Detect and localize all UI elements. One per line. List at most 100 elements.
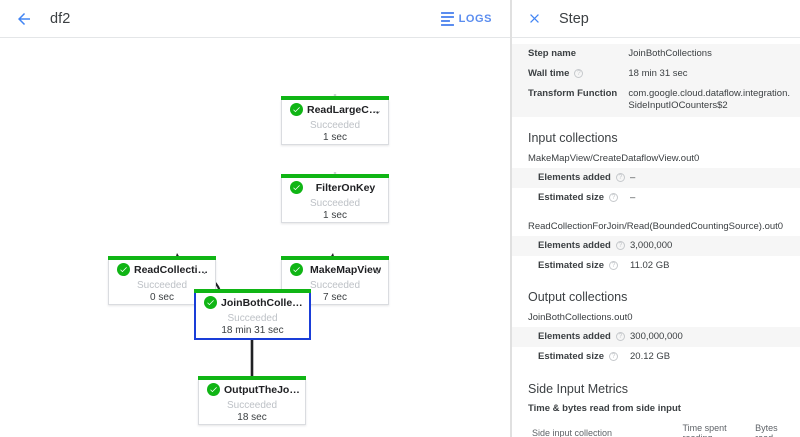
graph-node-output-the-joined-collection[interactable]: OutputTheJoinedCollec... Succeeded 18 se… (198, 376, 306, 425)
success-check-icon (117, 263, 130, 276)
node-title: OutputTheJoinedCollec... (224, 383, 305, 396)
row-value: 3,000,000 (630, 239, 673, 251)
node-status-label: Succeeded (309, 280, 361, 291)
input-collection-0-table: Elements added? – Estimated size? – (512, 167, 800, 208)
chevron-down-icon[interactable] (373, 264, 382, 274)
row-key-label: Estimated size (538, 191, 604, 203)
success-check-icon (290, 103, 303, 116)
logs-button-label: LOGS (458, 12, 492, 25)
node-time-label: 7 sec (323, 292, 347, 303)
back-arrow-icon[interactable] (14, 9, 34, 29)
row-value: – (630, 171, 636, 183)
row-key-label: Estimated size (538, 260, 604, 272)
row-value: 18 min 31 sec (628, 68, 688, 80)
node-title: FilterOnKey (315, 181, 376, 194)
job-graph-pane: df2 LOGS (0, 9, 510, 437)
side-input-metrics-subtitle: Time & bytes read from side input (528, 402, 681, 414)
node-time-label: 1 sec (323, 132, 347, 143)
row-value: JoinBothCollections (628, 48, 712, 59)
collection-name: JoinBothCollections.out0 (528, 312, 633, 324)
job-graph-canvas[interactable]: ReadLargeCollectionFr... Succeeded 1 sec… (0, 38, 510, 437)
table-row: Step name JoinBothCollections (512, 44, 800, 65)
logs-button[interactable]: LOGS (437, 9, 496, 29)
success-check-icon (290, 263, 303, 276)
success-check-icon (290, 181, 303, 194)
row-key: Elements added? (512, 327, 630, 347)
node-status-label: Succeeded (309, 198, 361, 209)
node-status-bar (198, 376, 306, 380)
graph-node-filter-on-key[interactable]: FilterOnKey Succeeded 1 sec (281, 174, 389, 223)
row-key-label: Elements added (538, 171, 611, 183)
spacer (512, 208, 800, 218)
node-status-label: Succeeded (227, 313, 278, 324)
row-value: com.google.cloud.dataflow.integration. S… (628, 88, 790, 112)
row-key: Transform Function (528, 88, 618, 100)
row-key: Wall time? (512, 64, 628, 84)
node-status-bar (194, 289, 311, 293)
column-header: Time spent reading (682, 419, 756, 437)
chevron-down-icon[interactable] (373, 104, 382, 114)
chevron-down-icon[interactable] (200, 264, 209, 274)
row-key: Step name (528, 48, 577, 59)
node-header: ReadCollectionForJoin (109, 260, 215, 279)
node-time-label: 18 sec (237, 412, 267, 423)
node-time-label: 1 sec (323, 210, 347, 221)
step-summary-table: Step name JoinBothCollections Wall time?… (512, 44, 800, 117)
table-header-row: Side input collection Time spent reading… (512, 419, 800, 437)
help-icon[interactable]: ? (615, 172, 625, 182)
node-status-bar (281, 174, 389, 178)
success-check-icon (207, 383, 220, 396)
node-header: JoinBothCollections (196, 293, 309, 312)
row-key-label: Elements added (538, 331, 611, 343)
node-status-bar (281, 96, 389, 100)
graph-node-read-large-collection[interactable]: ReadLargeCollectionFr... Succeeded 1 sec (281, 96, 389, 145)
table-row: Elements added? 3,000,000 (512, 235, 800, 257)
help-icon[interactable]: ? (609, 261, 618, 271)
help-icon[interactable]: ? (609, 352, 618, 362)
pane-divider[interactable] (510, 0, 512, 437)
row-value: – (630, 191, 636, 203)
graph-node-join-both-collections[interactable]: JoinBothCollections Succeeded 18 min 31 … (194, 289, 311, 340)
help-icon[interactable]: ? (609, 192, 618, 202)
row-key-label: Elements added (538, 239, 611, 251)
node-status-label: Succeeded (226, 400, 278, 411)
graph-node-read-collection-for-join[interactable]: ReadCollectionForJoin Succeeded 0 sec (108, 256, 216, 305)
node-header: FilterOnKey (282, 178, 388, 197)
node-status-bar (281, 256, 389, 260)
page-title: df2 (50, 10, 71, 27)
panel-body: Step name JoinBothCollections Wall time?… (512, 38, 800, 437)
help-icon[interactable]: ? (615, 332, 625, 342)
row-value: 11.02 GB (630, 260, 670, 272)
close-icon[interactable] (525, 10, 543, 28)
column-header: Side input collection (512, 419, 683, 437)
row-key: Elements added? (512, 168, 630, 188)
node-status-label: Succeeded (309, 120, 361, 131)
row-key: Estimated size? (512, 256, 630, 276)
row-key: Elements added? (512, 236, 630, 256)
success-check-icon (204, 296, 217, 309)
node-header: MakeMapView (282, 260, 388, 279)
node-status-label: Succeeded (136, 280, 188, 291)
graph-node-make-map-view[interactable]: MakeMapView Succeeded 7 sec (281, 256, 389, 305)
collection-name: MakeMapView/CreateDataflowView.out0 (528, 152, 700, 164)
node-status-bar (108, 256, 216, 260)
table-row: Estimated size? – (512, 188, 800, 208)
help-icon[interactable]: ? (615, 240, 625, 250)
side-input-metrics-table: Side input collection Time spent reading… (512, 419, 800, 437)
table-row: Estimated size? 11.02 GB (512, 256, 800, 276)
node-time-label: 18 min 31 sec (221, 325, 284, 336)
panel-title: Step (559, 10, 589, 27)
table-row: Transform Function com.google.cloud.data… (512, 84, 800, 117)
node-header: OutputTheJoinedCollec... (199, 380, 305, 399)
step-details-panel: Step Step name JoinBothCollections Wall … (512, 0, 800, 437)
output-collection-0-table: Elements added? 300,000,000 Estimated si… (512, 327, 800, 367)
row-key: Estimated size? (512, 347, 630, 367)
row-value: 20.12 GB (630, 351, 671, 363)
node-header: ReadLargeCollectionFr... (282, 100, 388, 119)
node-time-label: 0 sec (150, 292, 174, 303)
section-title-input-collections: Input collections (528, 130, 618, 145)
section-title-output-collections: Output collections (528, 290, 628, 305)
section-title-side-input-metrics: Side Input Metrics (528, 381, 629, 396)
help-icon[interactable]: ? (574, 69, 584, 79)
